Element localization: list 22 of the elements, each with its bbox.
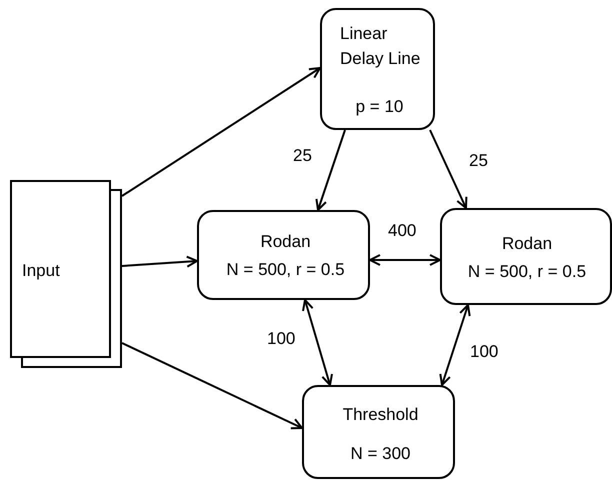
document-stack [10,180,122,368]
arrow [369,254,441,266]
process-box [440,208,612,305]
process-box [320,8,435,130]
arrow [122,342,303,430]
node-title: Input [22,260,61,282]
arrow [302,299,333,386]
node-text: N = 500, r = 0.5 [225,259,346,281]
node-text: N = 300 [349,443,412,465]
node-title: Rodan [259,231,312,253]
arrow [315,130,346,211]
node-text: p = 10 [354,96,404,118]
node-title: Threshold [342,404,420,426]
process-box [302,385,455,479]
arrow [122,256,198,268]
arrow [121,67,321,197]
process-box [197,210,370,300]
node-title: Linear Delay Line [340,23,422,70]
arrow [439,304,471,386]
node-title: Rodan [500,233,554,255]
node-text: N = 500, r = 0.5 [466,261,588,283]
arrow [429,130,468,209]
